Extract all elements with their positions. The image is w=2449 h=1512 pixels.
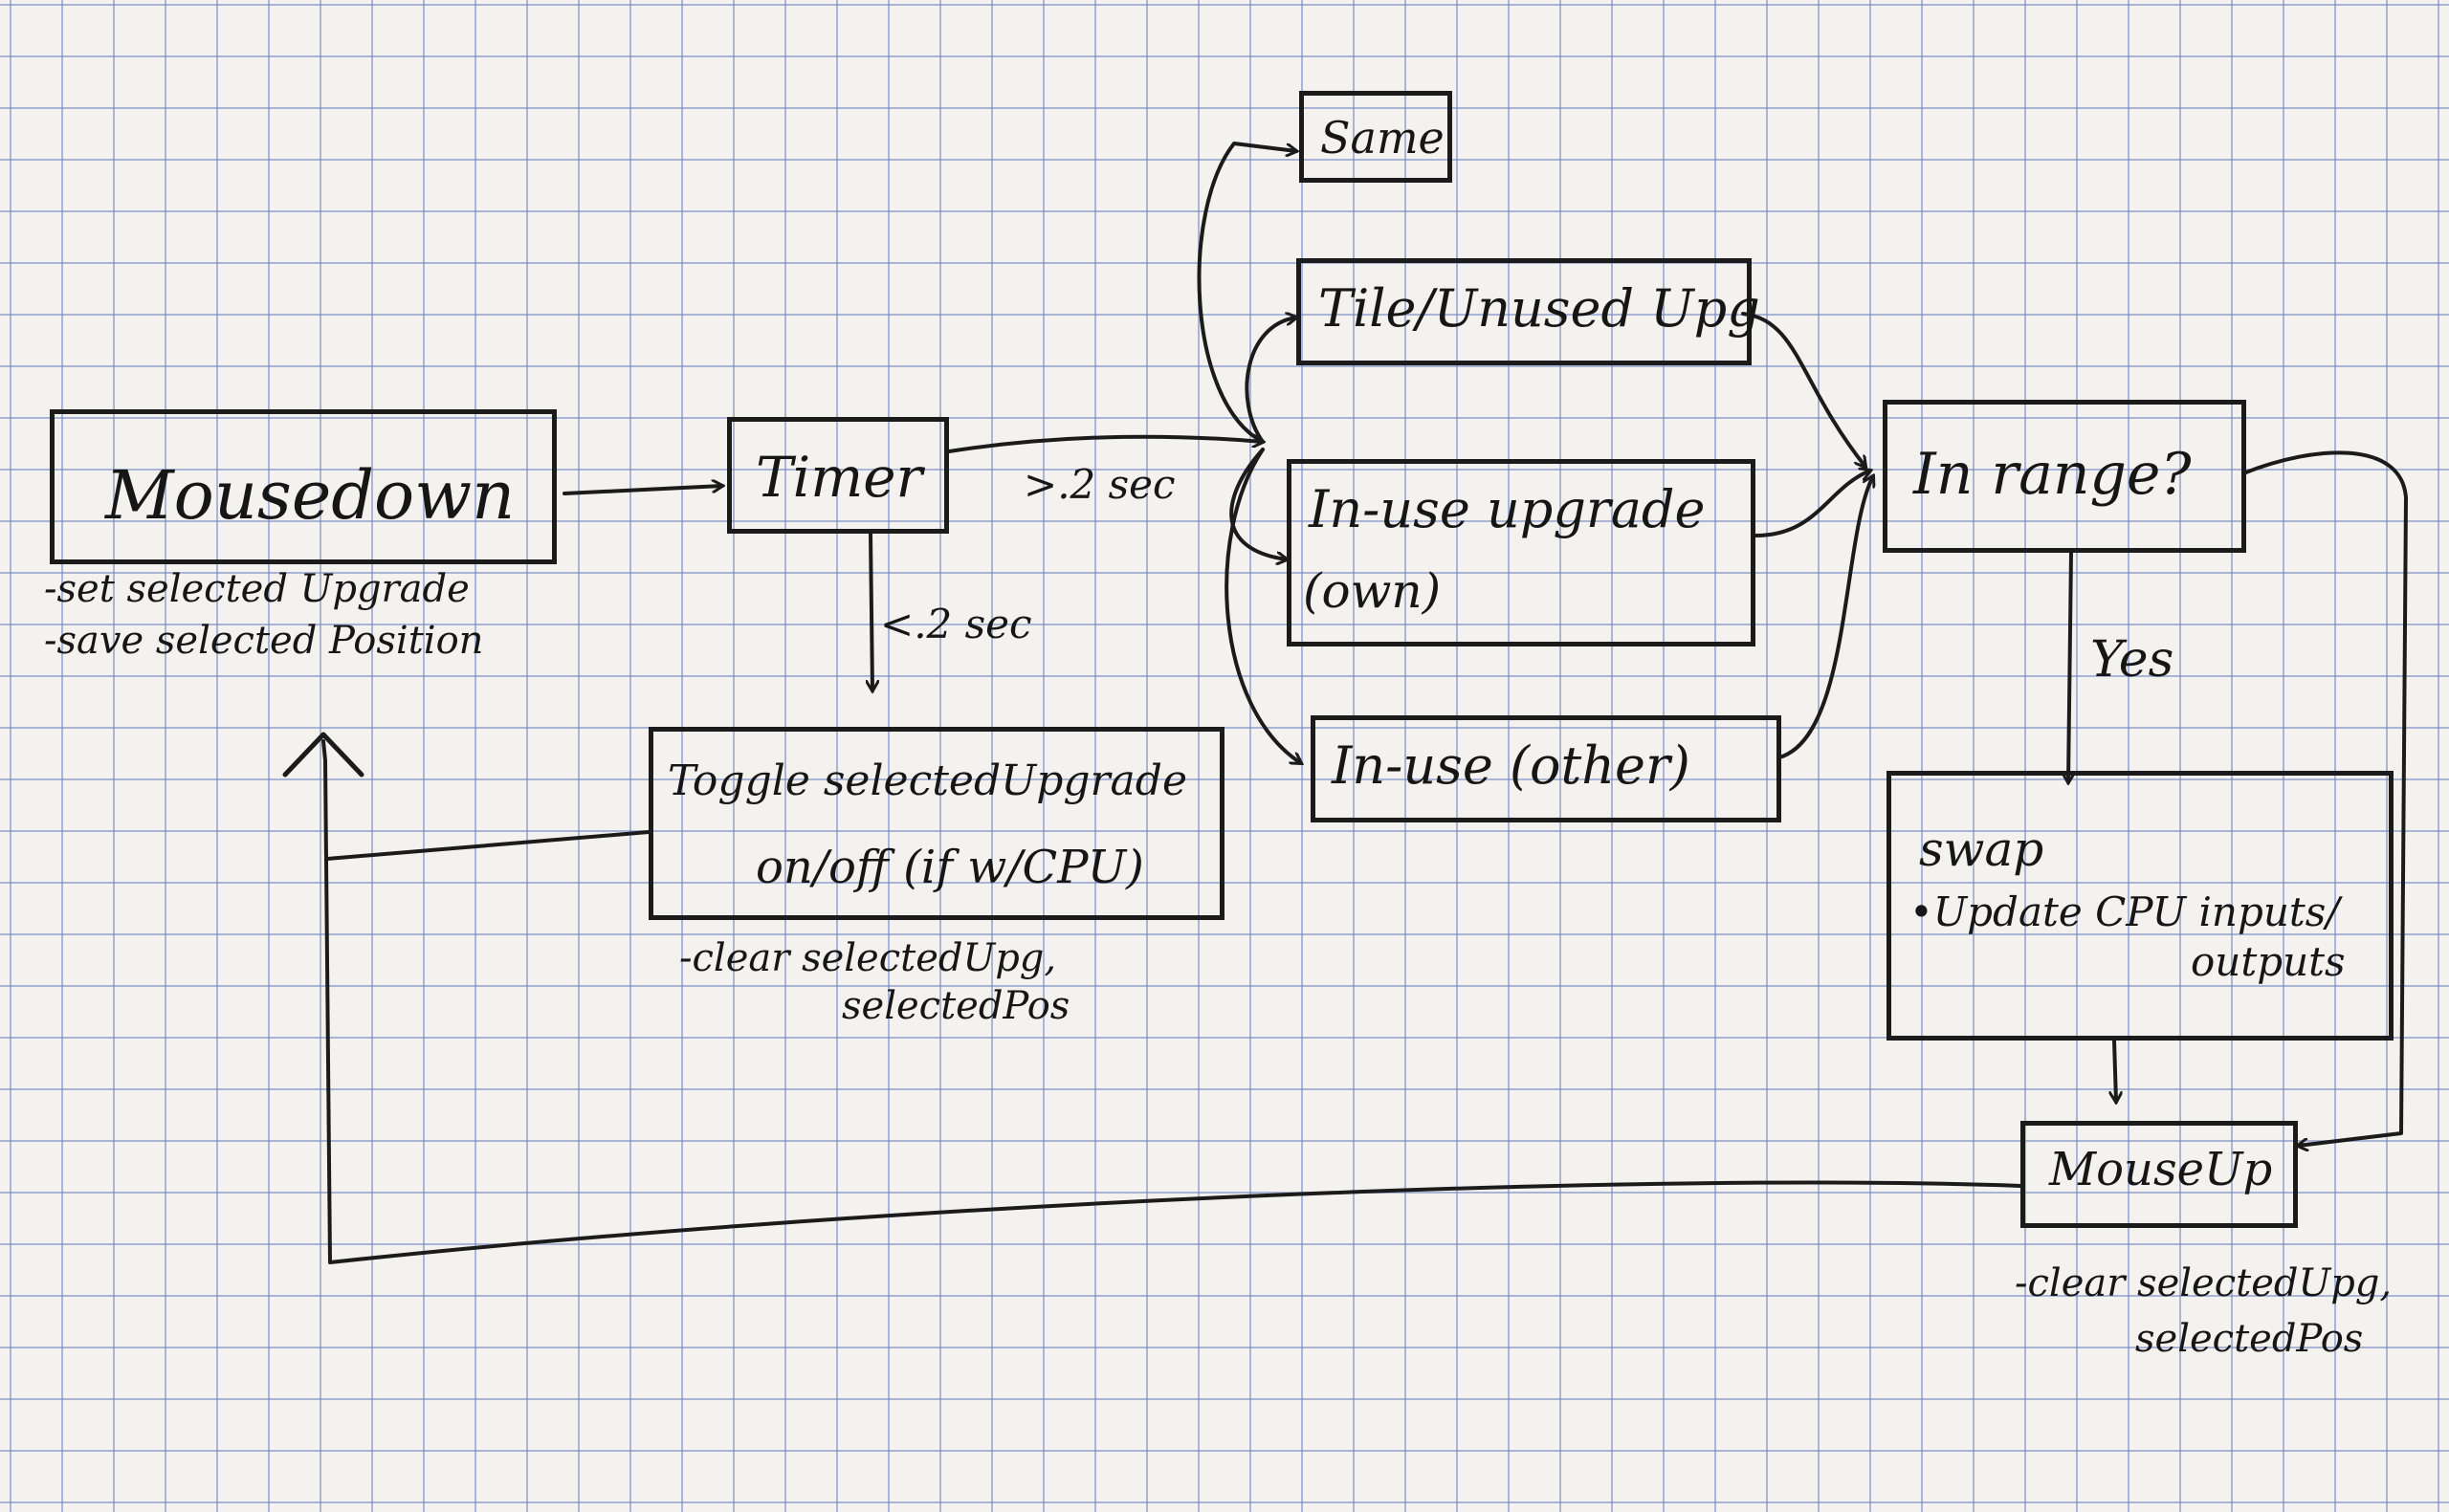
edge-branch-same bbox=[1197, 142, 1296, 444]
swap-line-2: outputs bbox=[2191, 938, 2346, 985]
swap-line-1: •Update CPU inputs/ bbox=[1909, 888, 2340, 935]
edge-label-gt: >.2 sec bbox=[1024, 461, 1176, 508]
edge-mouseup-mousedown bbox=[321, 739, 2022, 1264]
edge-other-range bbox=[1777, 476, 1873, 759]
edge-branch-own bbox=[1229, 448, 1287, 559]
edge-label-yes: Yes bbox=[2090, 631, 2174, 689]
mousedown-label: Mousedown bbox=[105, 456, 516, 535]
toggle-node bbox=[649, 727, 1224, 920]
edge-branch-other bbox=[1224, 448, 1301, 763]
same-label: Same bbox=[1320, 112, 1445, 164]
mouseup-note-2: selectedPos bbox=[2135, 1317, 2364, 1361]
edge-loop-arrowhead bbox=[282, 732, 364, 778]
edge-tile-range bbox=[1741, 312, 1865, 467]
edge-toggle-loop bbox=[325, 830, 651, 861]
mouseup-node bbox=[2020, 1121, 2298, 1228]
mousedown-note-2: -save selected Position bbox=[44, 619, 484, 663]
inuse-other-label: In-use (other) bbox=[1332, 735, 1690, 796]
edge-range-swap bbox=[2068, 551, 2071, 782]
toggle-note-2: selectedPos bbox=[842, 984, 1070, 1028]
in-range-node bbox=[1883, 400, 2246, 553]
edge-timer-branch bbox=[947, 437, 1263, 453]
edge-label-lt: <.2 sec bbox=[880, 601, 1032, 647]
mousedown-node bbox=[50, 409, 557, 564]
timer-label: Timer bbox=[756, 445, 923, 510]
edge-own-range bbox=[1754, 471, 1870, 537]
toggle-label-2: on/off (if w/CPU) bbox=[756, 841, 1144, 894]
swap-label: swap bbox=[1919, 822, 2044, 877]
edge-timer-toggle bbox=[871, 532, 872, 690]
inuse-own-label-2: (own) bbox=[1303, 563, 1442, 619]
tile-unused-node bbox=[1296, 258, 1752, 365]
inuse-other-node bbox=[1311, 715, 1781, 822]
in-range-label: In range? bbox=[1913, 441, 2192, 508]
edge-range-mouseup bbox=[2241, 450, 2408, 1146]
toggle-note-1: -clear selectedUpg, bbox=[679, 936, 1057, 980]
timer-node bbox=[727, 417, 949, 534]
edge-branch-tile bbox=[1245, 318, 1296, 444]
edge-mousedown-timer bbox=[563, 486, 722, 495]
edge-swap-mouseup bbox=[2114, 1039, 2116, 1102]
toggle-label-1: Toggle selectedUpgrade bbox=[668, 756, 1187, 805]
tile-unused-label: Tile/Unused Upg bbox=[1318, 278, 1760, 339]
inuse-own-label-1: In-use upgrade bbox=[1309, 479, 1706, 539]
same-node bbox=[1299, 91, 1452, 183]
inuse-own-node bbox=[1287, 459, 1755, 646]
mouseup-label: MouseUp bbox=[2049, 1143, 2273, 1196]
swap-node bbox=[1886, 771, 2394, 1041]
mousedown-note-1: -set selected Upgrade bbox=[44, 567, 470, 611]
mouseup-note-1: -clear selectedUpg, bbox=[2015, 1261, 2393, 1305]
